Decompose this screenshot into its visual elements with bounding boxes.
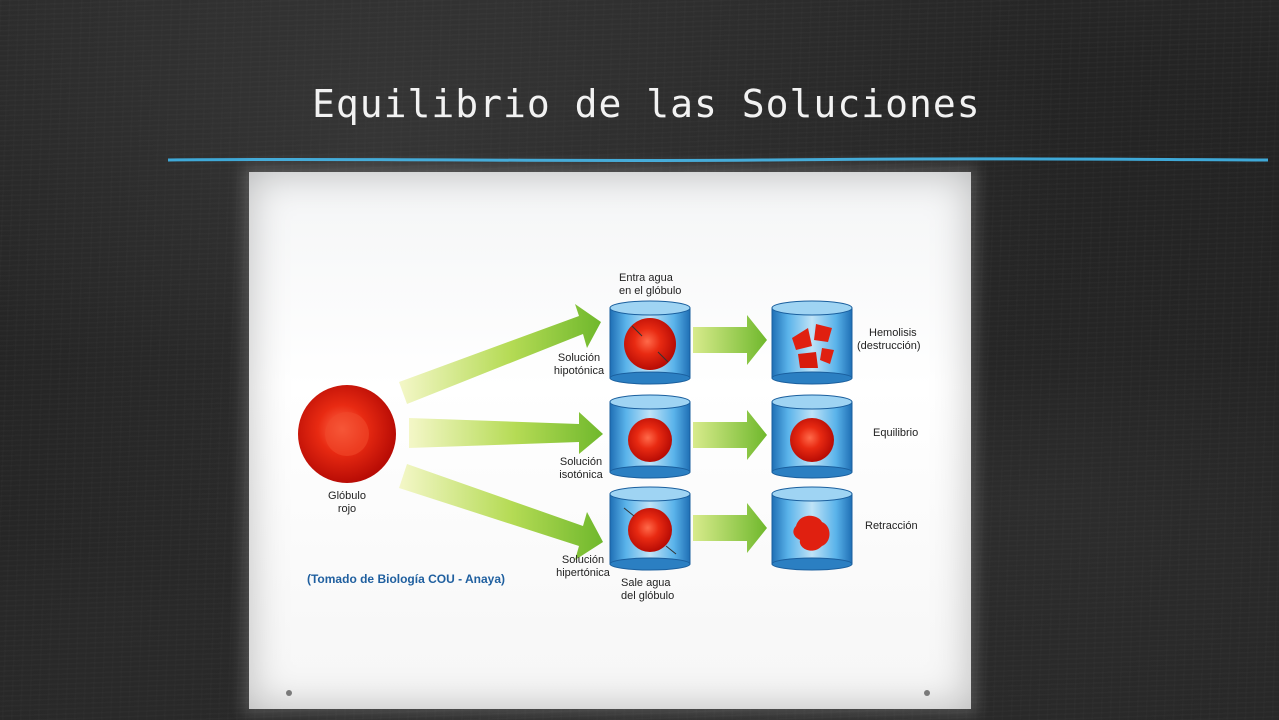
row2-result: Equilibrio [873, 427, 918, 439]
row3-result: Retracción [865, 520, 918, 532]
source-credit: (Tomado de Biología COU - Anaya) [307, 572, 505, 586]
arrow-right-icon [399, 304, 601, 404]
row1-result-line2: (destrucción) [857, 340, 921, 352]
slide-title: Equilibrio de las Soluciones [312, 82, 981, 126]
arrow-right-icon [399, 464, 603, 560]
row3-solution-line2: hipertónica [556, 567, 611, 579]
title-underline [168, 157, 1268, 163]
arrow-right-icon [693, 315, 767, 365]
row1-result: Hemolisis [869, 327, 917, 339]
beaker-icon [771, 486, 853, 571]
row1-solution-line1: Solución [558, 352, 600, 364]
beaker-icon [609, 300, 691, 385]
row3-solution-line1: Solución [562, 554, 604, 566]
beaker-icon [771, 394, 853, 479]
water-in-note-line2: en el glóbulo [619, 285, 681, 297]
source-label-line2: rojo [338, 503, 356, 515]
water-out-note-line2: del glóbulo [621, 590, 674, 602]
red-blood-cell-icon [298, 385, 396, 483]
beaker-icon [609, 486, 691, 571]
row2-solution-line1: Solución [560, 456, 602, 468]
water-out-note-line1: Sale agua [621, 577, 671, 589]
slide-corner-dot-right [924, 690, 930, 696]
arrow-right-icon [409, 412, 603, 454]
row1-solution-line2: hipotónica [554, 365, 605, 377]
slide-corner-dot-left [286, 690, 292, 696]
arrow-right-icon [693, 503, 767, 553]
beaker-icon [609, 394, 691, 479]
source-label-line1: Glóbulo [328, 490, 366, 502]
water-in-note-line1: Entra agua [619, 272, 674, 284]
arrow-right-icon [693, 410, 767, 460]
osmosis-diagram: Glóbulo rojo Entra agua en el glóbulo Sa… [298, 272, 921, 602]
osmosis-diagram-figure: Glóbulo rojo Entra agua en el glóbulo Sa… [249, 172, 971, 709]
row2-solution-line2: isotónica [559, 469, 603, 481]
beaker-icon [771, 300, 853, 385]
